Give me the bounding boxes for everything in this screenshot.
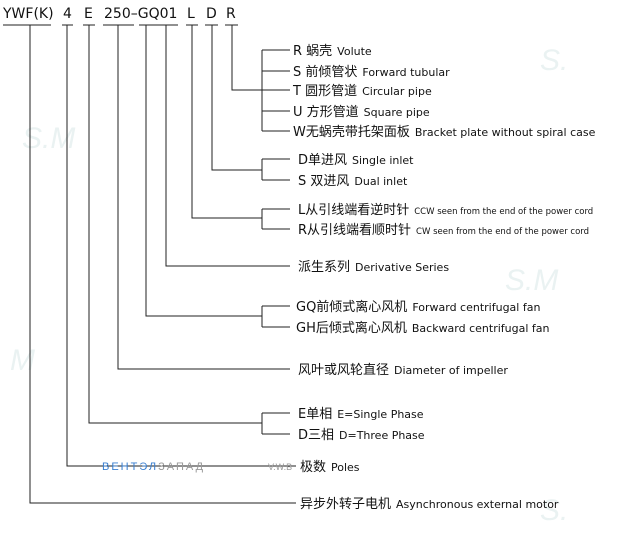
connector-volute [231, 25, 262, 91]
connector-phase [88, 25, 262, 424]
connector-motor [29, 25, 296, 504]
connector-diameter [117, 25, 290, 370]
bg-watermark: S.M [22, 122, 75, 155]
bg-watermark: S. [540, 44, 568, 77]
connector-poles [66, 25, 296, 467]
connector-rotation [191, 25, 262, 219]
bg-watermark: S. [540, 494, 568, 527]
watermark: ВЕНТЭЛЗАПАД V.W.B [102, 461, 292, 473]
model-code: YWF(K) 4 E 250–GQ01 L D R [2, 6, 236, 22]
code-part-type: YWF(K) [2, 6, 54, 22]
code-part-rotation: L [187, 6, 195, 22]
code-part-poles: 4 [63, 6, 72, 22]
watermark-site: V.W.B [268, 462, 292, 472]
code-part-phase: E [84, 6, 93, 22]
connector-inlet [211, 25, 262, 171]
code-part-diameter: 250–GQ01 [104, 6, 177, 22]
bg-watermark: S.M [505, 264, 558, 297]
connector-lines [29, 25, 296, 504]
bg-watermark: M [10, 344, 35, 377]
code-part-volute: R [226, 6, 236, 22]
code-part-inlet: D [206, 6, 217, 22]
connector-series [165, 25, 290, 267]
connector-fan [145, 25, 262, 317]
watermark-text: ВЕНТЭЛЗАПАД [102, 461, 205, 473]
